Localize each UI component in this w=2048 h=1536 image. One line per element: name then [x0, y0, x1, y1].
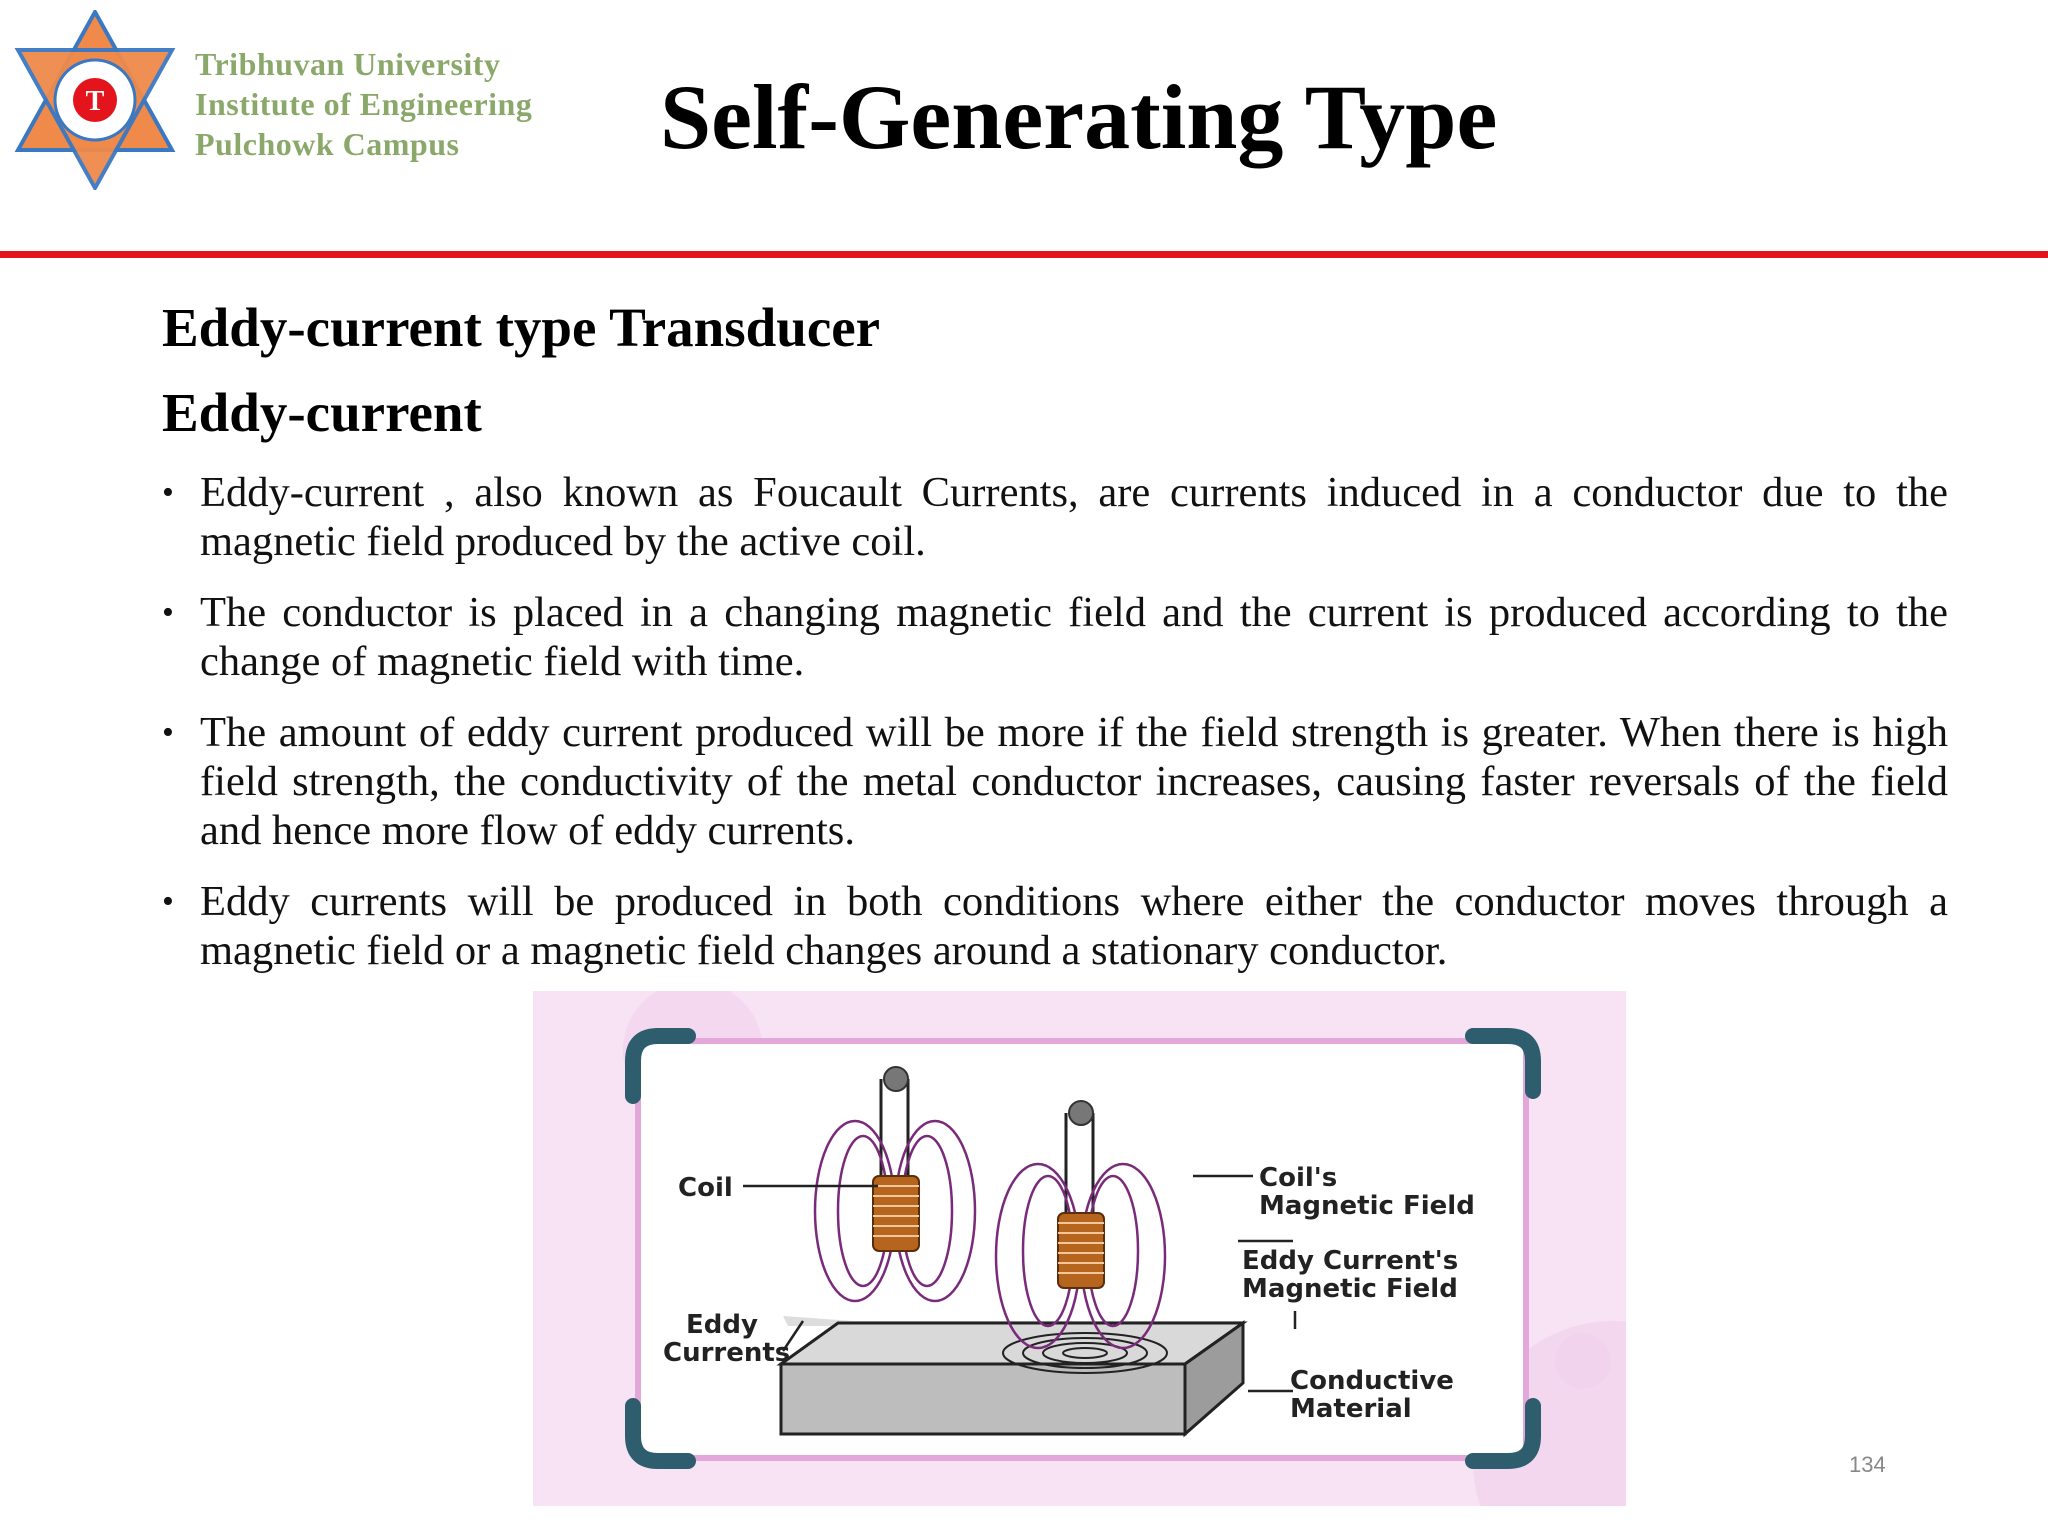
slide-title: Self-Generating Type — [660, 66, 1498, 168]
conductive-block — [776, 1316, 1248, 1438]
university-seal-icon: T — [14, 10, 176, 190]
bullet-item: •Eddy currents will be produced in both … — [162, 878, 1948, 974]
coil-2 — [994, 1100, 1167, 1350]
section-heading: Eddy-current type Transducer — [162, 297, 881, 358]
bullet-icon: • — [162, 714, 174, 751]
eddy-current-diagram: Coil Eddy Currents Coil's Magnetic Field… — [533, 991, 1626, 1506]
label-coil-field-2: Magnetic Field — [1259, 1191, 1475, 1221]
label-eddy-2: Currents — [663, 1338, 790, 1368]
label-conductive-1: Conductive — [1290, 1366, 1454, 1396]
label-conductive-2: Material — [1290, 1394, 1412, 1424]
bullet-item: •The amount of eddy current produced wil… — [162, 709, 1948, 854]
bullet-item: •The conductor is placed in a changing m… — [162, 589, 1948, 685]
bullet-icon: • — [162, 883, 174, 920]
header-divider — [0, 251, 2048, 258]
subsection-heading: Eddy-current — [162, 382, 482, 443]
eddy-current-rings — [1002, 1332, 1168, 1374]
label-eddy-field-2: Magnetic Field — [1242, 1274, 1458, 1304]
coil-1 — [813, 1066, 977, 1303]
logo-line-3: Pulchowk Campus — [195, 126, 460, 162]
institution-logo: T Tribhuvan University Institute of Engi… — [10, 10, 600, 190]
institution-name: Tribhuvan University Institute of Engine… — [195, 44, 532, 164]
bullet-item: •Eddy-current , also known as Foucault C… — [162, 469, 1948, 565]
logo-line-1: Tribhuvan University — [195, 46, 501, 82]
label-coil-field-1: Coil's — [1259, 1163, 1337, 1193]
bullet-list: •Eddy-current , also known as Foucault C… — [162, 468, 1948, 997]
bullet-icon: • — [162, 474, 174, 511]
label-eddy-1: Eddy — [686, 1310, 758, 1340]
label-coil: Coil — [678, 1173, 733, 1203]
bullet-icon: • — [162, 594, 174, 631]
seal-letter: T — [86, 86, 105, 117]
page-number: 134 — [1849, 1452, 1886, 1477]
logo-line-2: Institute of Engineering — [195, 86, 533, 122]
label-eddy-field-1: Eddy Current's — [1242, 1246, 1458, 1276]
